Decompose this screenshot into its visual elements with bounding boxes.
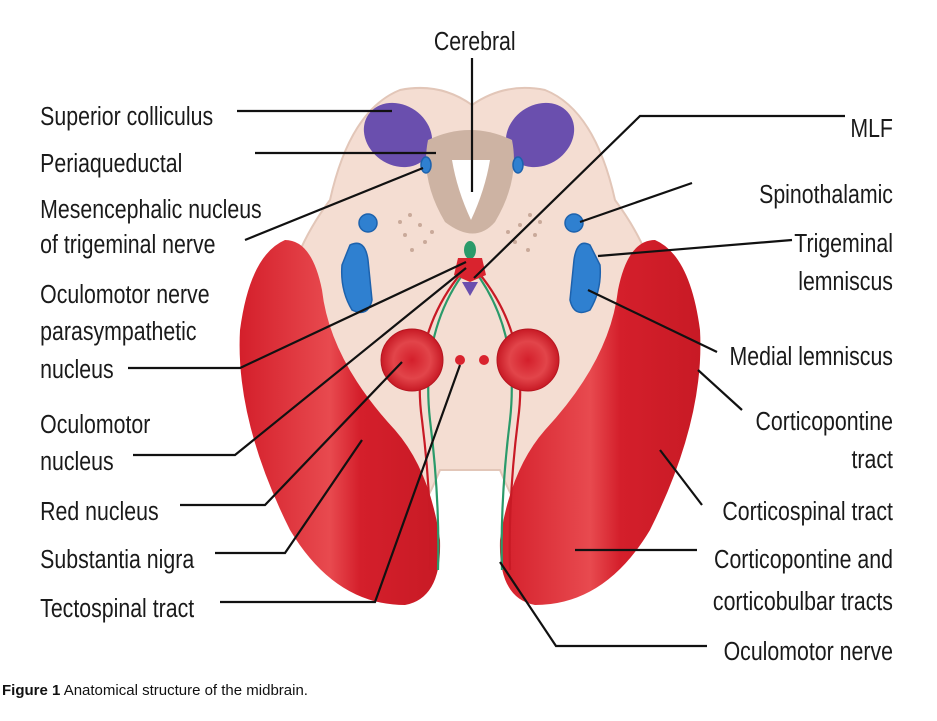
spinothalamic-left [358,213,378,233]
superior-colliculus-left [363,102,433,168]
mesencephalic-nucleus-left [420,156,432,174]
red-nucleus-left [380,328,444,392]
label-periaqueductal: Periaqueductal [40,149,182,179]
crus-cerebri-left [239,240,441,605]
medial-lemniscus-right [569,242,602,314]
label-oculomotor-nerve: Oculomotor nerve [724,637,893,667]
label-mesencephalic-line2: of trigeminal nerve [40,230,215,260]
label-cerebral: Cerebral [434,27,516,57]
caption-text: Anatomical structure of the midbrain. [60,682,308,699]
label-oculomotor-nucleus-line1: Oculomotor [40,410,150,440]
label-oculomotor-parasympathetic-line2: parasympathetic [40,317,196,347]
tectospinal-dot-right [479,355,489,365]
label-corticospinal-tract: Corticospinal tract [722,497,893,527]
label-spinothalamic: Spinothalamic [759,180,893,210]
oculomotor-purple [462,282,478,296]
label-corticopontine-tract-line2: tract [852,445,894,475]
label-oculomotor-parasympathetic-line3: nucleus [40,355,114,385]
label-trigeminal-lemniscus-line1: Trigeminal [794,229,893,259]
oculomotor-complex-green [464,241,476,259]
reticular-dots [398,213,542,252]
caption-label: Figure 1 [2,682,61,699]
crus-cerebri-right [499,240,701,605]
label-oculomotor-parasympathetic-line1: Oculomotor nerve [40,280,209,310]
label-medial-lemniscus: Medial lemniscus [730,342,894,372]
label-substantia-nigra: Substantia nigra [40,545,195,575]
superior-colliculus-right [505,102,575,168]
label-oculomotor-nucleus-line2: nucleus [40,447,114,477]
label-corticopontine-corticobulbar-line2: corticobulbar tracts [713,587,893,617]
medial-lemniscus-left [340,242,373,314]
label-red-nucleus: Red nucleus [40,497,159,527]
leader-lines [128,58,845,648]
red-nucleus-right [496,328,560,392]
figure-caption: Figure 1 Anatomical structure of the mid… [2,682,308,699]
mesencephalic-nucleus-right [512,156,524,174]
spinothalamic-right [564,213,584,233]
midbrain-diagram: Cerebral Superior colliculus Periaqueduc… [40,27,894,667]
tectospinal-dot-left [455,355,465,365]
label-corticopontine-corticobulbar-line1: Corticopontine and [714,545,893,575]
label-mlf: MLF [850,114,893,144]
label-corticopontine-tract-line1: Corticopontine [756,407,893,437]
label-superior-colliculus: Superior colliculus [40,102,213,132]
label-tectospinal-tract: Tectospinal tract [40,594,194,624]
label-mesencephalic-line1: Mesencephalic nucleus [40,195,262,225]
label-trigeminal-lemniscus-line2: lemniscus [798,267,893,297]
